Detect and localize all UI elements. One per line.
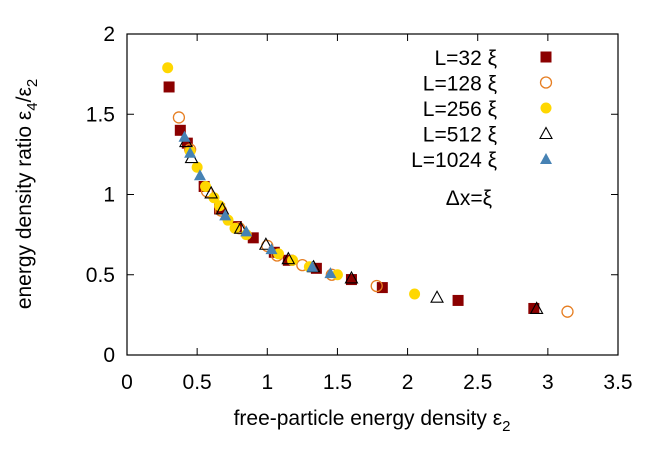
x-tick-label: 0 [121,371,133,394]
y-axis-label: energy density ratio ε4/ε2 [13,79,41,309]
data-point [204,185,219,199]
annotation-dx: Δx=ξ [446,187,492,210]
data-point [215,201,230,215]
data-point [174,124,186,136]
legend-marker [540,153,552,164]
x-axis-label: free-particle energy density ε2 [234,407,511,435]
data-point [452,294,464,306]
data-point [258,237,273,250]
data-point [181,137,193,149]
data-point [162,62,174,74]
legend-label: L=1024 ξ [411,149,497,172]
data-point [163,81,175,93]
x-tick-label: 0.5 [183,371,212,394]
data-point [233,221,248,234]
plot-frame [126,33,619,356]
y-axis-label-mid: /ε [13,87,36,102]
data-point [561,305,574,318]
data-point [191,161,203,173]
legend-label: L=128 ξ [423,73,497,96]
y-tick-label: 1 [103,184,115,207]
x-tick-label: 1 [261,371,273,394]
ticks-layer: 0 0.5 1 1.5 2 2.5 3 3.5 0 0.5 1 1.5 2 [86,23,633,394]
data-point [324,267,337,279]
x-tick-label: 3 [542,371,554,394]
legend-marker [540,102,552,114]
data-point [430,290,444,303]
data-point [310,262,322,274]
data-point [193,169,206,181]
legend-label: L=32 ξ [434,47,497,70]
y-tick-label: 2 [103,23,115,46]
legend: L=32 ξ L=128 ξL=256 ξ L=512 ξL=1024 ξ [411,47,553,172]
data-point [344,270,359,284]
data-point [178,130,191,142]
data-point [265,243,278,255]
x-tick-label: 2.5 [463,371,492,394]
x-tick-label: 1.5 [323,371,352,394]
data-point [240,225,253,237]
data-point [281,251,296,265]
y-axis-label-sub1: 4 [24,102,41,110]
data-point [200,180,212,192]
data-point [229,222,241,234]
legend-marker [539,76,553,89]
y-axis-label-main: energy density ratio ε [13,111,36,309]
y-tick-label: 0.5 [86,264,115,287]
x-axis-label-subscript: 2 [502,418,510,435]
data-point [370,279,383,293]
data-point [184,146,197,158]
legend-marker [540,51,552,63]
data-point [345,274,357,286]
points-layer [162,62,574,318]
data-point [172,111,186,124]
y-tick-label: 1.5 [86,103,115,126]
data-point [306,260,319,272]
y-axis-label-sub2: 2 [24,79,41,87]
legend-label: L=256 ξ [423,98,497,121]
x-tick-label: 3.5 [603,371,632,394]
legend-label: L=512 ξ [423,124,497,147]
data-point [219,209,232,221]
data-point [529,301,544,315]
data-point [409,288,421,300]
data-point [247,232,259,244]
x-axis-label-main: free-particle energy density ε [234,407,503,430]
x-tick-label: 2 [402,371,414,394]
legend-marker [539,126,553,140]
y-tick-label: 0 [103,344,115,367]
